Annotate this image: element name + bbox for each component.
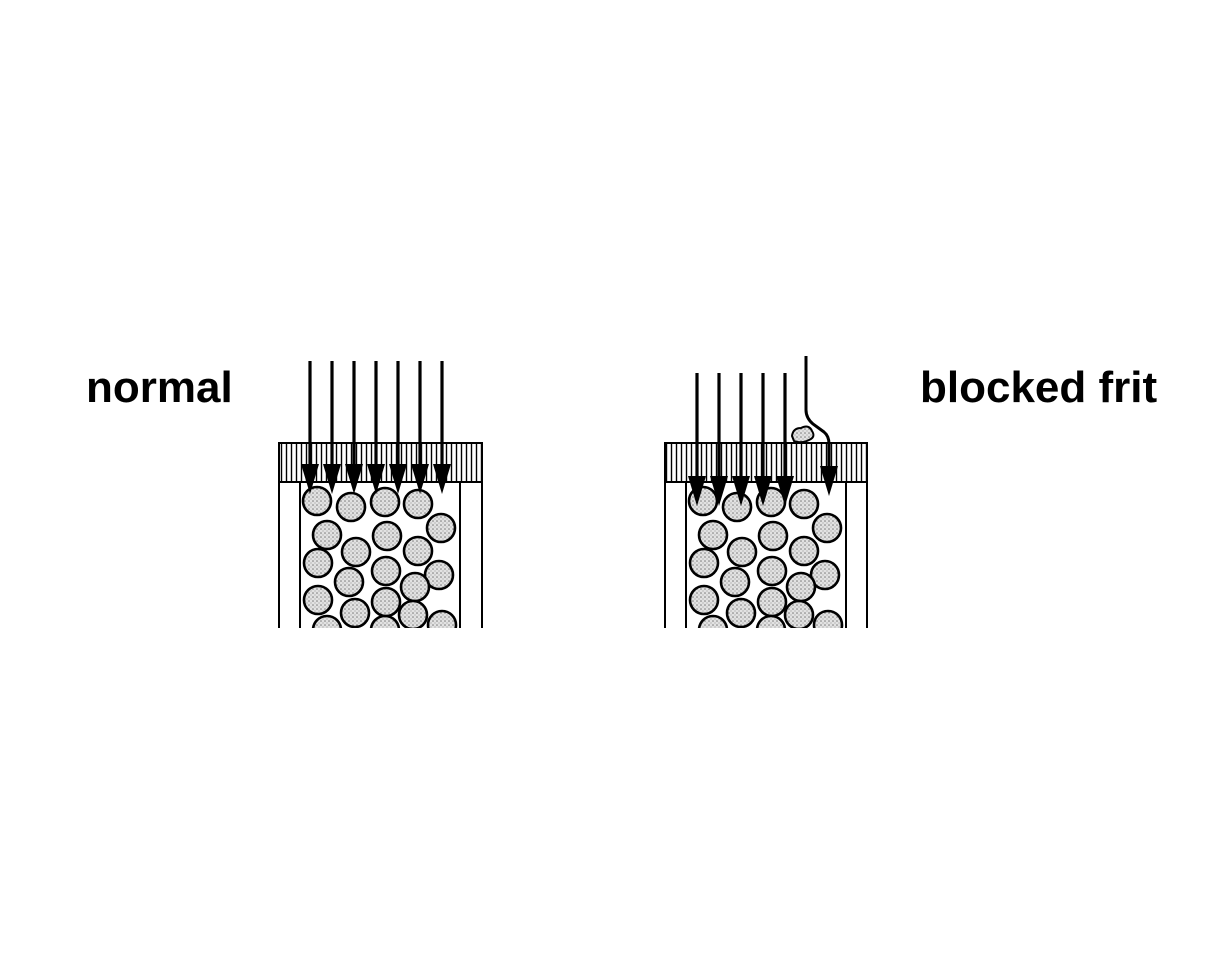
packing-particle bbox=[688, 584, 720, 616]
packing-particle bbox=[340, 536, 372, 568]
packing-particle bbox=[783, 599, 815, 628]
packing-particle bbox=[301, 485, 333, 517]
packing-particle bbox=[333, 566, 365, 598]
packing-particle bbox=[755, 614, 787, 628]
flow-arrows-blocked bbox=[688, 373, 794, 506]
flow-arrowhead bbox=[754, 476, 772, 506]
flow-arrowhead bbox=[301, 464, 319, 494]
packing-particle bbox=[311, 519, 343, 551]
packing-particle bbox=[402, 535, 434, 567]
flow-arrowhead bbox=[776, 476, 794, 506]
packing-particle bbox=[788, 535, 820, 567]
particle-bed-blocked bbox=[687, 485, 844, 628]
flow-arrowhead bbox=[433, 464, 451, 494]
flow-arrowhead bbox=[688, 476, 706, 506]
packing-particle bbox=[756, 586, 788, 618]
packing-particle bbox=[339, 597, 371, 628]
flow-arrowhead bbox=[732, 476, 750, 506]
packing-particle bbox=[302, 547, 334, 579]
diverted-flow-arrowhead bbox=[820, 466, 838, 496]
packing-particle bbox=[757, 520, 789, 552]
packing-particle bbox=[756, 555, 788, 587]
packing-particle bbox=[785, 571, 817, 603]
flow-arrowhead bbox=[323, 464, 341, 494]
packing-particle bbox=[719, 566, 751, 598]
flow-arrowhead bbox=[345, 464, 363, 494]
packing-particle bbox=[788, 488, 820, 520]
packing-particle bbox=[721, 491, 753, 523]
packing-particle bbox=[697, 614, 729, 628]
flow-arrowhead bbox=[411, 464, 429, 494]
packing-particle bbox=[370, 586, 402, 618]
packing-particle bbox=[811, 512, 843, 544]
packing-particle bbox=[809, 559, 841, 591]
packing-particle bbox=[688, 547, 720, 579]
flow-arrowhead bbox=[389, 464, 407, 494]
packing-particle bbox=[423, 559, 455, 591]
packing-particle bbox=[726, 536, 758, 568]
packing-particle bbox=[371, 520, 403, 552]
packing-particle bbox=[425, 512, 457, 544]
flow-arrowhead bbox=[710, 476, 728, 506]
packing-particle bbox=[335, 491, 367, 523]
column-blocked-frit bbox=[664, 356, 868, 628]
packing-particle bbox=[725, 597, 757, 628]
packing-particle bbox=[697, 519, 729, 551]
packing-particle bbox=[370, 555, 402, 587]
label-blocked-frit: blocked frit bbox=[920, 363, 1158, 412]
packing-particle bbox=[426, 609, 458, 628]
packing-particle bbox=[399, 571, 431, 603]
packing-particle bbox=[397, 599, 429, 628]
packing-particle bbox=[369, 614, 401, 628]
packing-particle bbox=[812, 609, 844, 628]
particle-bed-normal bbox=[301, 485, 458, 628]
flow-arrows-normal bbox=[301, 361, 451, 494]
blocking-debris bbox=[790, 425, 815, 444]
column-normal bbox=[278, 361, 483, 628]
label-normal: normal bbox=[86, 363, 233, 412]
packing-particle bbox=[311, 614, 343, 628]
flow-arrowhead bbox=[367, 464, 385, 494]
packing-particle bbox=[369, 486, 401, 518]
packing-particle bbox=[302, 584, 334, 616]
packing-particle bbox=[402, 488, 434, 520]
diverted-flow-line bbox=[804, 356, 831, 468]
